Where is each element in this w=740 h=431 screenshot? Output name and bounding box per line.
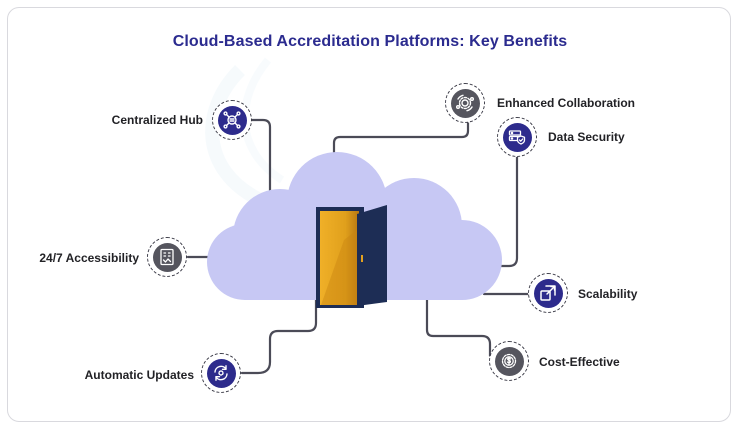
collaboration-gears-icon [450, 88, 480, 118]
label-centralized-hub: Centralized Hub [111, 113, 203, 127]
node-accessibility [147, 237, 187, 277]
connector-data-security [492, 155, 519, 268]
label-enhanced-collaboration: Enhanced Collaboration [497, 96, 636, 110]
label-accessibility: 24/7 Accessibility [39, 251, 139, 265]
label-automatic-updates: Automatic Updates [84, 368, 194, 382]
refresh-gear-icon [206, 358, 236, 388]
node-automatic-updates [201, 353, 241, 393]
connectors [186, 101, 532, 375]
connector-cost-effective [425, 298, 492, 358]
hub-network-icon [217, 105, 247, 135]
server-shield-icon [502, 122, 532, 152]
page-title: Cloud-Based Accreditation Platforms: Key… [172, 33, 568, 50]
dollar-gear-icon [494, 346, 524, 376]
node-scalability [528, 273, 568, 313]
node-data-security [497, 117, 537, 157]
building-calendar-icon [152, 242, 182, 272]
label-data-security: Data Security [548, 130, 625, 144]
expand-arrows-icon [533, 278, 563, 308]
open-door-icon [316, 205, 387, 308]
node-cost-effective [489, 341, 529, 381]
label-scalability: Scalability [578, 287, 638, 301]
label-cost-effective: Cost-Effective [539, 355, 620, 369]
node-enhanced-collaboration [445, 83, 485, 123]
connector-centralized-hub [250, 118, 272, 202]
connector-automatic-updates [240, 298, 318, 375]
node-centralized-hub [212, 100, 252, 140]
